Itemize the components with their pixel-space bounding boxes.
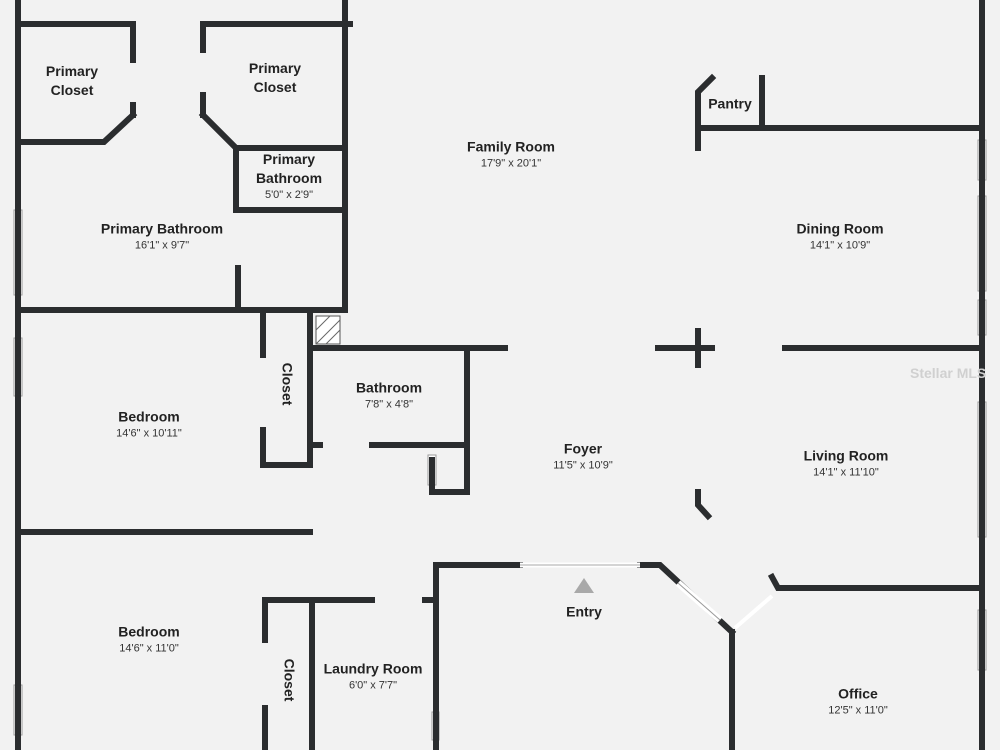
room-dimensions: 14'6" x 10'11" (116, 427, 182, 440)
room-dimensions: 7'8" x 4'8" (364, 398, 414, 411)
room-name: Bathroom (355, 379, 423, 396)
room-family-room: Family Room 17'9" x 20'1" (467, 138, 555, 171)
room-name: Bedroom (118, 623, 180, 640)
room-dining-room: Dining Room 14'1" x 10'9" (796, 220, 883, 253)
room-bedroom-1: Bedroom 14'6" x 10'11" (116, 408, 182, 441)
room-living-room: Living Room 14'1" x 11'10" (804, 447, 889, 480)
room-name: Living Room (803, 447, 889, 464)
room-name: Primary Bathroom (100, 220, 224, 237)
room-name: Office (838, 685, 878, 702)
room-entry: Entry (566, 603, 602, 622)
room-name: Laundry Room (323, 660, 423, 677)
room-foyer: Foyer 11'5" x 10'9" (553, 440, 613, 473)
room-name: Pantry (708, 95, 752, 112)
room-dimensions: 11'5" x 10'9" (553, 459, 613, 472)
room-name: Closet (281, 658, 298, 702)
room-dimensions: 12'5" x 11'0" (828, 704, 888, 717)
room-primary-closet-right: Primary Closet (249, 59, 301, 97)
room-name: Foyer (563, 440, 603, 457)
room-closet-2: Closet (280, 659, 299, 702)
room-dimensions: 14'1" x 11'10" (813, 466, 879, 479)
room-bedroom-2: Bedroom 14'6" x 11'0" (118, 623, 179, 656)
room-name: Entry (566, 603, 602, 620)
hatch-chase (315, 315, 341, 345)
room-dimensions: 16'1" x 9'7" (134, 239, 190, 252)
room-bathroom: Bathroom 7'8" x 4'8" (356, 379, 422, 412)
room-name: Primary Closet (45, 63, 99, 98)
room-pantry: Pantry (708, 95, 752, 114)
room-office: Office 12'5" x 11'0" (828, 685, 888, 718)
room-primary-closet-left: Primary Closet (46, 62, 98, 100)
entry-door (520, 562, 640, 593)
room-name: Bedroom (118, 408, 180, 425)
room-name: Primary Bathroom (255, 151, 323, 186)
room-name: Dining Room (796, 220, 884, 237)
room-laundry-room: Laundry Room 6'0" x 7'7" (324, 660, 423, 693)
room-primary-bathroom-small: Primary Bathroom 5'0" x 2'9" (256, 150, 322, 202)
watermark: Stellar MLS (910, 365, 987, 381)
room-name: Family Room (467, 138, 555, 155)
room-dimensions: 17'9" x 20'1" (480, 157, 542, 170)
room-closet-1: Closet (278, 363, 297, 406)
room-dimensions: 14'6" x 11'0" (119, 642, 179, 655)
room-dimensions: 14'1" x 10'9" (809, 239, 871, 252)
room-name: Primary Closet (248, 60, 302, 95)
room-primary-bathroom: Primary Bathroom 16'1" x 9'7" (101, 220, 223, 253)
room-name: Closet (279, 362, 296, 406)
room-dimensions: 5'0" x 2'9" (264, 189, 314, 201)
walls (15, 0, 985, 750)
office-window-angled (675, 580, 774, 630)
room-dimensions: 6'0" x 7'7" (348, 679, 398, 692)
